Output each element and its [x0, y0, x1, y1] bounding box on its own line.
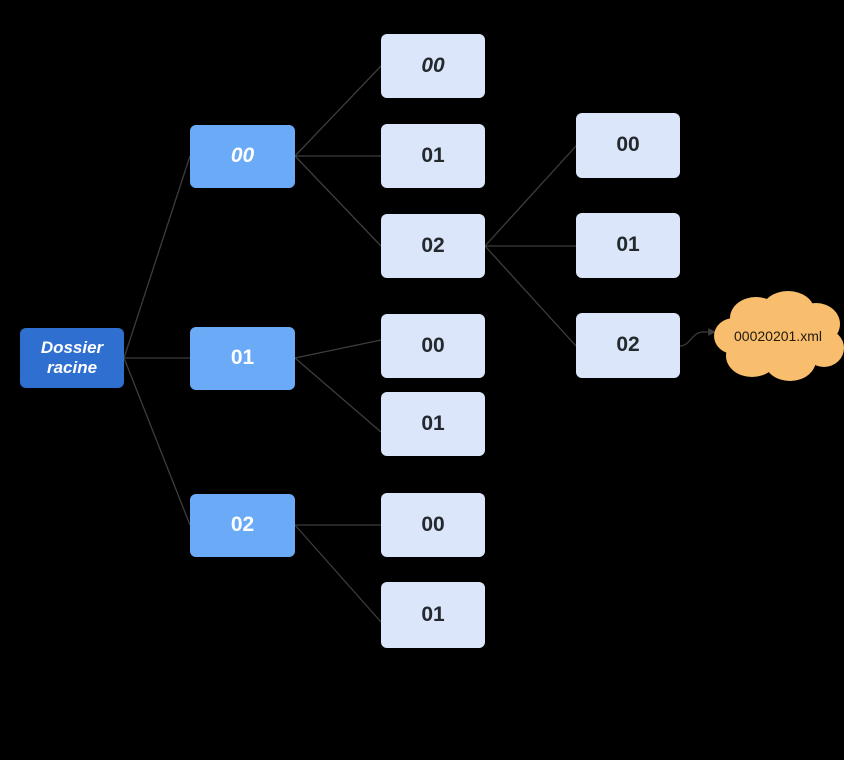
node-l2-01-00[interactable]: 00: [381, 314, 485, 378]
cloud-label: 00020201.xml: [734, 328, 822, 344]
edge-l2-02-to-l3-02: [484, 245, 577, 347]
node-l1-00-label: 00: [230, 144, 255, 168]
node-l2-00-01[interactable]: 01: [381, 124, 485, 188]
cloud-annotation[interactable]: 00020201.xml: [712, 288, 844, 384]
node-l2-01-01-label: 01: [421, 411, 445, 435]
node-l2-00-00-label: 00: [421, 53, 445, 77]
node-l1-00[interactable]: 00: [190, 125, 295, 188]
node-l2-02-01-label: 01: [421, 602, 445, 626]
cloud-shape-icon: [714, 291, 844, 381]
node-l1-02[interactable]: 02: [190, 494, 295, 557]
node-root[interactable]: Dossier racine: [20, 328, 124, 388]
edge-l1-02-to-l2-01: [294, 524, 382, 623]
node-l1-02-label: 02: [230, 513, 255, 537]
node-l2-00-00[interactable]: 00: [381, 34, 485, 98]
edge-l1-00-to-l2-00: [294, 65, 382, 157]
edge-l1-01-to-l2-00: [294, 339, 382, 359]
node-l2-02-01[interactable]: 01: [381, 582, 485, 648]
node-l3-00-label: 00: [616, 133, 640, 157]
node-l2-00-01-label: 01: [421, 143, 445, 167]
node-l3-00[interactable]: 00: [576, 113, 680, 178]
node-root-label: Dossier racine: [40, 338, 104, 377]
edge-l1-00-to-l2-02: [294, 155, 382, 247]
node-l3-01-label: 01: [616, 233, 640, 257]
node-l1-01[interactable]: 01: [190, 327, 295, 390]
node-l1-01-label: 01: [230, 346, 255, 370]
node-l3-02-label: 02: [616, 333, 640, 357]
node-l2-02-00-label: 00: [421, 512, 445, 536]
node-l2-02-00[interactable]: 00: [381, 493, 485, 557]
node-l2-00-02[interactable]: 02: [381, 214, 485, 278]
edge-l1-01-to-l2-01: [294, 357, 382, 433]
node-l2-01-00-label: 00: [421, 333, 445, 357]
edge-root-to-l1-02: [123, 357, 191, 526]
edge-l3-02-to-cloud: [679, 328, 716, 347]
node-l3-02[interactable]: 02: [576, 313, 680, 378]
node-l2-01-01[interactable]: 01: [381, 392, 485, 456]
node-l3-01[interactable]: 01: [576, 213, 680, 278]
edge-root-to-l1-00: [123, 155, 191, 359]
edge-l2-02-to-l3-00: [484, 145, 577, 247]
node-l2-00-02-label: 02: [421, 233, 445, 257]
